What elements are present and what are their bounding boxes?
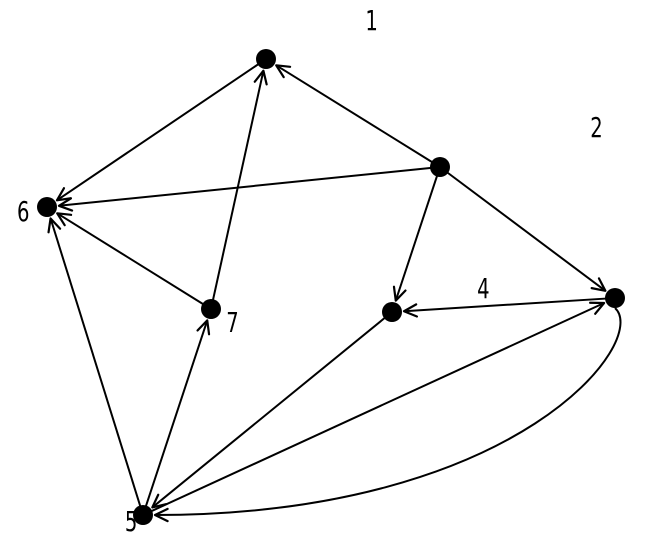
edge-7-to-1-arrowhead — [253, 69, 268, 86]
edge-5-to-7 — [143, 320, 209, 511]
edge-2-to-3 — [443, 169, 606, 292]
edge-3-to-5-arrowhead — [153, 507, 169, 523]
node-label-5: 5 — [125, 506, 137, 538]
edge-7-to-1 — [211, 70, 265, 305]
edge-1-to-6-arrowhead — [55, 187, 72, 202]
edge-7-to-6-arrowhead — [56, 212, 73, 227]
node-3 — [605, 288, 625, 308]
edge-3-to-5 — [154, 307, 622, 516]
node-label-6: 6 — [17, 196, 29, 228]
node-4 — [382, 302, 402, 322]
node-2 — [430, 157, 450, 177]
edge-2-to-3-arrowhead — [590, 277, 607, 292]
node-6 — [37, 197, 57, 217]
edge-2-to-4 — [394, 171, 440, 301]
edge-2-to-6-arrowhead — [57, 197, 74, 212]
node-label-4: 4 — [477, 273, 489, 305]
edge-2-to-1-arrowhead — [275, 64, 292, 79]
edge-5-to-6 — [49, 218, 143, 511]
nodes-layer — [37, 49, 625, 525]
edge-3-to-4-arrowhead — [402, 303, 419, 318]
labels-layer: 1 2 3 4 5 6 7 — [17, 5, 603, 538]
edge-2-to-1 — [275, 64, 437, 166]
edge-2-to-4-arrowhead — [392, 285, 407, 302]
node-1 — [256, 49, 276, 69]
edge-2-to-6 — [58, 166, 436, 207]
edge-7-to-6 — [56, 212, 208, 308]
node-label-2: 2 — [590, 112, 602, 144]
edge-5-to-6-arrowhead — [47, 217, 62, 234]
edge-1-to-6 — [56, 60, 263, 202]
edge-5-to-7-arrowhead — [196, 319, 211, 336]
node-label-1: 1 — [365, 5, 377, 37]
node-5 — [133, 505, 153, 525]
edge-4-to-5 — [151, 314, 389, 509]
edge-4-to-5-arrowhead — [151, 493, 168, 509]
edge-5-to-3-arrowhead — [588, 301, 606, 315]
node-7 — [201, 299, 221, 319]
edges-layer — [47, 60, 622, 523]
node-label-7: 7 — [226, 307, 238, 339]
edge-5-to-3 — [147, 302, 605, 514]
edge-3-to-4 — [403, 297, 611, 313]
